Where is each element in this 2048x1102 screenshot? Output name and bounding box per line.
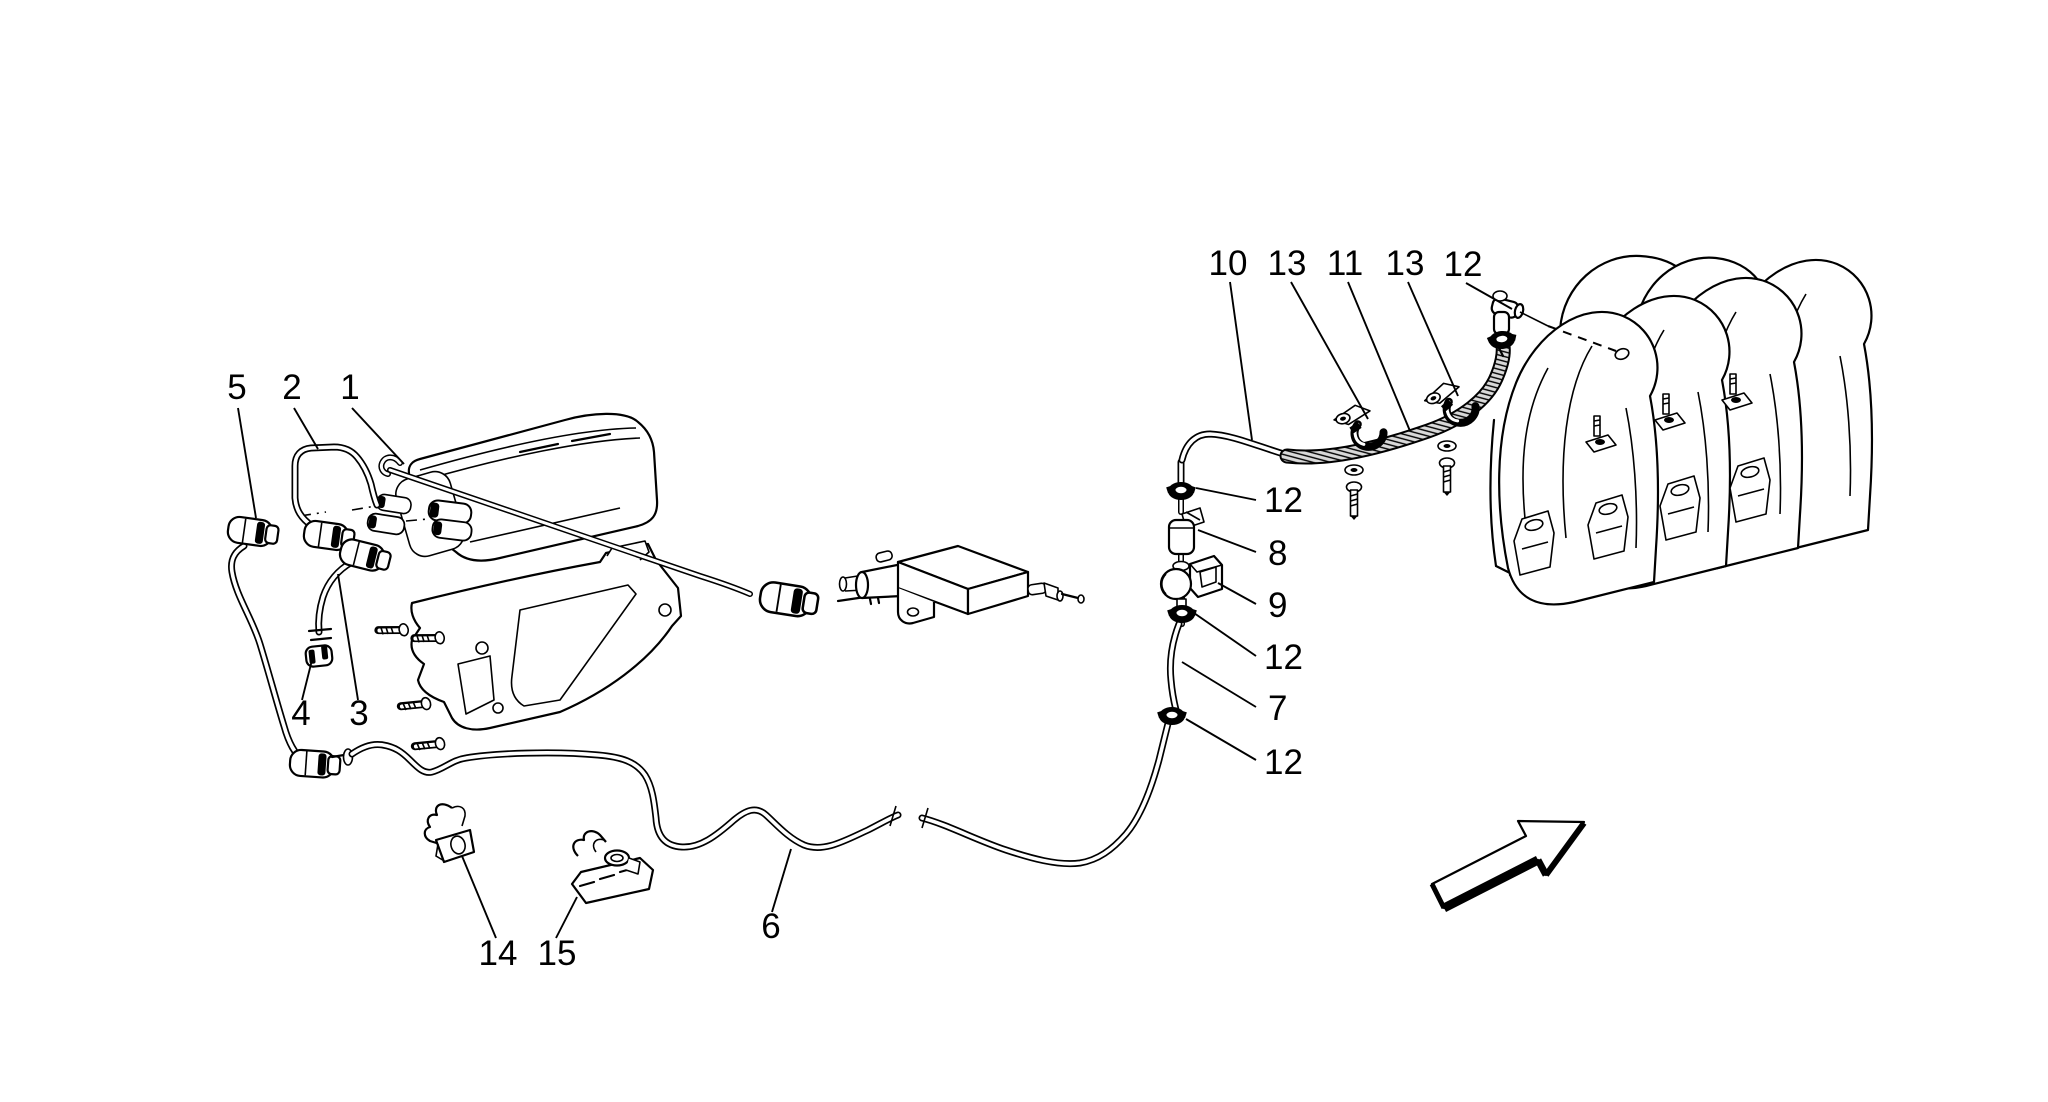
grommet-4	[304, 644, 334, 668]
assembly-direction-line	[1547, 325, 1617, 352]
vacuum-port-hole	[1614, 347, 1630, 361]
canister-port	[365, 511, 407, 537]
purge-valve-column	[1157, 458, 1224, 725]
pipe-break-mark	[889, 805, 897, 827]
hose-clamp-13	[1332, 400, 1386, 454]
bracket-stud	[414, 737, 446, 756]
callout-13: 13	[1268, 244, 1307, 283]
union-fitting-12	[1490, 290, 1525, 336]
box-bracket-tab	[896, 588, 936, 625]
charcoal-canister	[299, 412, 659, 562]
callout-13b: 13	[1386, 244, 1425, 283]
callout-4: 4	[291, 694, 310, 733]
leader-lines	[237, 281, 1513, 939]
line-clip-14	[423, 803, 476, 864]
box-top-nipple	[875, 550, 893, 563]
callout-1: 1	[340, 368, 359, 407]
box-side-face	[966, 570, 1030, 616]
callout-8: 8	[1268, 534, 1287, 573]
canister-mounting-bracket	[378, 540, 683, 756]
pipe-break-mark	[921, 807, 929, 829]
clip-12	[1166, 482, 1196, 500]
callout-11: 11	[1327, 244, 1363, 283]
callout-6: 6	[761, 907, 780, 946]
bracket-opening	[510, 584, 637, 707]
direction-arrow-icon	[1429, 819, 1587, 913]
callout-15: 15	[538, 934, 577, 973]
pipe-6	[348, 712, 1174, 868]
pipe-assembly-left	[225, 443, 899, 780]
solenoid-valve-9	[1159, 554, 1224, 610]
callout-9: 9	[1268, 586, 1287, 625]
box-outlet-fitting	[1027, 582, 1085, 604]
intake-manifold	[1489, 254, 1874, 606]
support-bracket-15	[570, 830, 655, 905]
callout-12-b: 12	[1264, 638, 1303, 677]
clip-12	[1167, 605, 1197, 623]
clip-12	[1486, 329, 1518, 351]
pipe-6-connector	[288, 748, 342, 780]
clip-12	[1157, 707, 1187, 725]
callout-7: 7	[1268, 689, 1287, 728]
callout-14: 14	[479, 934, 518, 973]
callout-5: 5	[227, 368, 246, 407]
callouts: 5 2 1 4 3 14 15 6 10 13 11 13 12 12 8 9 …	[227, 244, 1482, 973]
callout-3: 3	[349, 694, 368, 733]
centerline	[405, 518, 429, 522]
callout-12-union: 12	[1444, 245, 1483, 284]
pipe-6-right-section	[918, 712, 1174, 868]
pipe-1-connector	[756, 579, 821, 621]
bracket-stud	[400, 697, 432, 716]
clamp-screw	[1437, 440, 1457, 497]
one-way-valve-8	[1167, 507, 1205, 572]
delivery-hose-assembly	[1178, 290, 1617, 521]
callout-12-a: 12	[1264, 481, 1303, 520]
callout-10: 10	[1209, 244, 1248, 283]
callout-12-c: 12	[1264, 743, 1303, 782]
pipe-5-connector	[225, 514, 281, 550]
vapour-separator-box	[838, 544, 1085, 625]
bracket-cutout	[457, 655, 495, 715]
centerline	[351, 505, 377, 511]
canister-port	[430, 517, 474, 543]
manifold-left-wall	[1489, 418, 1514, 576]
clamp-screw	[1344, 464, 1364, 521]
callout-2: 2	[282, 368, 301, 407]
bracket-stud	[378, 623, 409, 640]
